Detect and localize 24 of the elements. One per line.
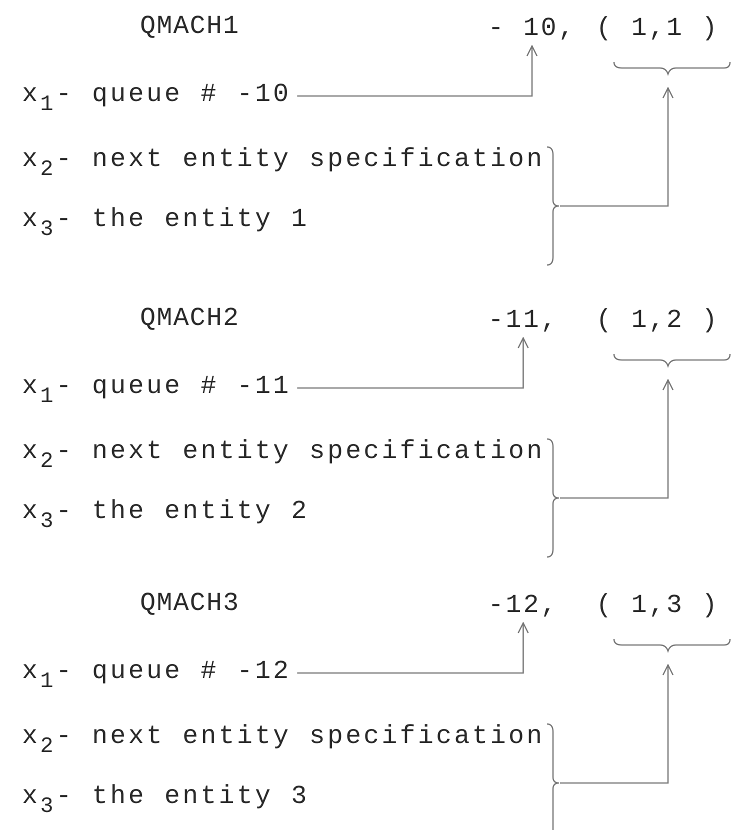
leader-arrow: [560, 87, 674, 207]
code-text: x$_{3}$- the entity 2: [22, 495, 310, 527]
leader-arrow: [560, 379, 674, 499]
code-text: x$_{2}$- next entity specification: [22, 435, 545, 467]
leader-arrow: [297, 622, 529, 674]
record-title: QMACH3: [140, 587, 240, 619]
code-text: x$_{1}$- queue # -12: [22, 655, 292, 687]
code-text: x$_{3}$- the entity 1: [22, 203, 310, 235]
code-text: x$_{2}$- next entity specification: [22, 143, 545, 175]
code-text: x$_{1}$- queue # -11: [22, 370, 292, 402]
code-text: ( 1,2 ): [596, 304, 720, 336]
code-text: -11,: [488, 304, 558, 336]
code-text: ( 1,3 ): [596, 589, 720, 621]
code-text: - 10,: [488, 12, 576, 44]
code-text: x$_{3}$- the entity 3: [22, 780, 310, 812]
code-text: -12,: [488, 589, 558, 621]
code-text: ( 1,1 ): [596, 12, 720, 44]
record-title: QMACH2: [140, 302, 240, 334]
leader-arrow: [297, 337, 529, 389]
record-title: QMACH1: [140, 10, 240, 42]
code-text: x$_{1}$- queue # -10: [22, 78, 292, 110]
code-text: x$_{2}$- next entity specification: [22, 720, 545, 752]
leader-arrow: [560, 664, 674, 784]
leader-arrow: [297, 45, 538, 97]
